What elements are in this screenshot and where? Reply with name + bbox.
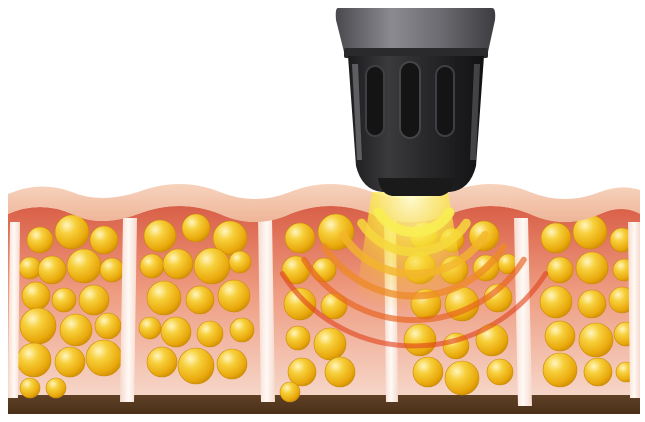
fat-cell <box>60 314 92 346</box>
fat-cell <box>285 223 315 253</box>
fat-cell <box>547 257 573 283</box>
fat-cell <box>17 343 51 377</box>
fat-cell <box>67 249 101 283</box>
fat-cell <box>27 227 53 253</box>
fat-cell <box>584 358 612 386</box>
fat-cell <box>284 288 316 320</box>
fat-cell <box>161 317 191 347</box>
fat-cell <box>19 257 41 279</box>
fat-cell <box>147 347 177 377</box>
fat-cell <box>79 285 109 315</box>
fat-cell <box>541 223 571 253</box>
fat-cell <box>163 249 193 279</box>
fat-cell <box>95 313 121 339</box>
fat-cell <box>576 252 608 284</box>
fat-cell <box>86 340 122 376</box>
septum <box>628 222 640 398</box>
fat-cell <box>186 286 214 314</box>
fat-cell <box>178 348 214 384</box>
fat-cell <box>20 378 40 398</box>
applicator-cap <box>336 8 495 52</box>
fat-cell <box>325 357 355 387</box>
fat-cell <box>487 359 513 385</box>
fat-cell <box>445 361 479 395</box>
fat-cell <box>579 323 613 357</box>
fat-cell <box>229 251 251 273</box>
fat-cell <box>578 290 606 318</box>
applicator-tip <box>378 178 456 196</box>
fat-cell <box>218 280 250 312</box>
fat-cell <box>20 308 56 344</box>
fat-cell <box>144 220 176 252</box>
septum <box>8 222 20 398</box>
fat-cell <box>413 357 443 387</box>
fat-cell <box>147 281 181 315</box>
fat-cell <box>280 382 300 402</box>
fat-cell <box>543 353 577 387</box>
fat-cell <box>194 248 230 284</box>
fat-cell <box>545 321 575 351</box>
fat-cell <box>55 347 85 377</box>
applicator-handpiece-icon <box>336 8 495 196</box>
fat-cell <box>217 349 247 379</box>
fat-cell <box>38 256 66 284</box>
fat-cell <box>230 318 254 342</box>
septum <box>120 218 137 402</box>
applicator-grip-slot <box>366 66 384 136</box>
fat-cell <box>540 286 572 318</box>
fat-cell <box>140 254 164 278</box>
fat-cell <box>197 321 223 347</box>
fat-cell <box>46 378 66 398</box>
fat-cell <box>100 258 124 282</box>
fat-cell <box>182 214 210 242</box>
fat-cell <box>22 282 50 310</box>
fat-cell <box>286 326 310 350</box>
applicator-grip-slot <box>436 66 454 136</box>
fat-cell <box>52 288 76 312</box>
applicator-grip-slot <box>400 62 420 138</box>
fat-cell <box>139 317 161 339</box>
fat-cell <box>90 226 118 254</box>
fat-cell <box>55 215 89 249</box>
fat-cell <box>404 324 436 356</box>
fat-cell <box>288 358 316 386</box>
fat-cell <box>314 328 346 360</box>
